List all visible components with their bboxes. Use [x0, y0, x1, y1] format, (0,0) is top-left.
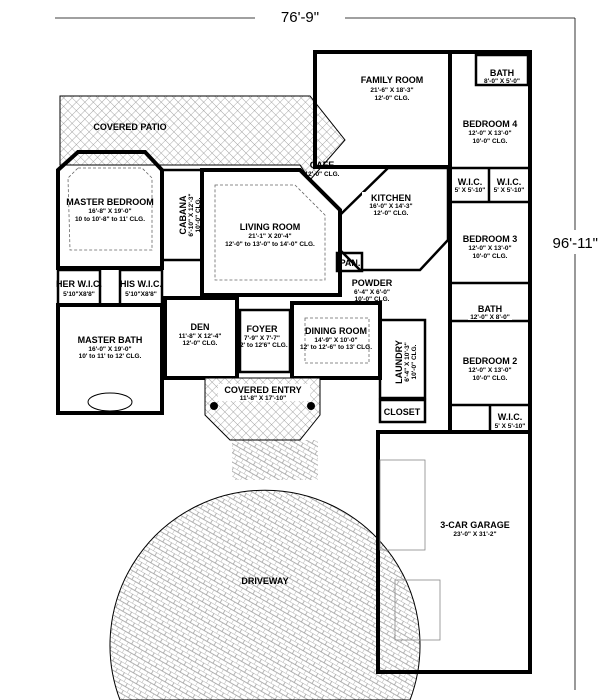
family-room-size: 21'-6" X 18'-3": [370, 87, 413, 94]
width-dimension: 76'-9": [55, 6, 575, 26]
driveway: DRIVEWAY: [109, 440, 421, 700]
master-bath-ceiling: 10' to 11' to 12' CLG.: [79, 353, 142, 360]
depth-label: 96'-11": [553, 235, 598, 252]
den-name: DEN: [190, 322, 209, 332]
master-bedroom-ceiling: 10 to 10'-8" to 11' CLG.: [75, 216, 145, 223]
bedroom4-size: 12'-0" X 13'-0": [468, 130, 511, 137]
cabana-name: CABANA: [178, 195, 188, 234]
dining-room-size: 14'-9" X 10'-0": [314, 337, 357, 344]
den-size: 11'-8" X 12'-4": [179, 333, 222, 340]
foyer-name: FOYER: [246, 324, 278, 334]
bedroom3-name: BEDROOM 3: [463, 234, 518, 244]
bath-top-name: BATH: [490, 68, 514, 78]
covered-entry: COVERED ENTRY 11'-8" X 17'-10": [204, 377, 321, 441]
laundry-ceiling: 10'-0" CLG.: [411, 344, 418, 379]
cabana-size: 6'-10" X 12'-3": [188, 193, 195, 236]
wic-a-size: 5' X 5'-10": [455, 187, 486, 194]
covered-patio-label: COVERED PATIO: [93, 122, 166, 132]
bedroom4-name: BEDROOM 4: [463, 119, 518, 129]
powder-ceiling: 10'-0" CLG.: [355, 296, 390, 303]
bath-mid-name: BATH: [478, 304, 502, 314]
pantry-name: PAN.: [340, 258, 361, 268]
bedroom3-size: 12'-0" X 13'-0": [468, 245, 511, 252]
covered-entry-size: 11'-8" X 17'-10": [240, 395, 286, 402]
kitchen: KITCHEN 16'-0" X 14'-3" 12'-0" CLG. PAN.: [335, 166, 450, 273]
family-room-name: FAMILY ROOM: [361, 75, 424, 85]
bedroom2-size: 12'-0" X 13'-0": [468, 367, 511, 374]
wic-c-size: 5' X 5'-10": [495, 423, 526, 430]
closet-name: CLOSET: [384, 407, 421, 417]
bedroom2-name: BEDROOM 2: [463, 356, 518, 366]
driveway-label: DRIVEWAY: [241, 576, 288, 586]
laundry-size: 6'-4" X 10'-3": [404, 342, 411, 382]
bedroom2-ceiling: 10'-0" CLG.: [473, 375, 508, 382]
living-room-name: LIVING ROOM: [240, 222, 301, 232]
right-wing: BATH 8'-0" X 5'-0" BEDROOM 4 12'-0" X 13…: [448, 50, 532, 434]
depth-dimension: 96'-11": [548, 18, 600, 690]
wic-c-name: W.I.C.: [498, 412, 523, 422]
wic-b-name: W.I.C.: [497, 177, 522, 187]
foyer: FOYER 7'-9" X 7'-7" 12' to 12'6" CLG.: [236, 308, 292, 374]
den: DEN 11'-8" X 12'-4" 12'-0" CLG.: [163, 296, 239, 380]
wic-b-size: 5' X 5'-10": [494, 187, 525, 194]
foyer-size: 7'-9" X 7'-7": [244, 335, 280, 342]
master-bath-name: MASTER BATH: [78, 335, 143, 345]
cabana-ceiling: 10'-0" CLG.: [195, 197, 202, 232]
family-room-ceiling: 12'-0" CLG.: [375, 95, 410, 102]
master-bedroom-name: MASTER BEDROOM: [66, 197, 154, 207]
dining-room-name: DINING ROOM: [305, 326, 367, 336]
master-bedroom-size: 16'-8" X 19'-0": [88, 208, 131, 215]
foyer-ceiling: 12' to 12'6" CLG.: [236, 342, 288, 349]
his-wic-name: HIS W.I.C.: [120, 279, 162, 289]
powder-name: POWDER: [352, 278, 393, 288]
bedroom3-ceiling: 10'-0" CLG.: [473, 253, 508, 260]
dining-room-ceiling: 12' to 12'-6" to 13' CLG.: [300, 344, 372, 351]
garage-size: 23'-0" X 31'-2": [453, 531, 496, 538]
kitchen-size: 16'-0" X 14'-3": [369, 203, 412, 210]
bath-top: [474, 53, 530, 87]
laundry-name: LAUNDRY: [394, 340, 404, 384]
covered-patio: COVERED PATIO: [59, 95, 346, 181]
living-room-size: 21'-1" X 20'-4": [248, 233, 291, 240]
kitchen-ceiling: 12'-0" CLG.: [374, 210, 409, 217]
his-wic-size: 5'10"X8'8": [125, 291, 157, 298]
powder-size: 6'-4" X 6'-0": [354, 289, 390, 296]
width-label: 76'-9": [281, 9, 319, 26]
her-wic-name: HER W.I.C.: [56, 279, 102, 289]
powder: POWDER 6'-4" X 6'-0" 10'-0" CLG.: [345, 275, 420, 303]
living-room: LIVING ROOM 21'-1" X 20'-4" 12'-0" to 13…: [200, 168, 342, 297]
bedroom4-ceiling: 10'-0" CLG.: [473, 138, 508, 145]
bathtub-icon: [87, 392, 133, 412]
den-ceiling: 12'-0" CLG.: [183, 340, 218, 347]
garage-name: 3-CAR GARAGE: [440, 520, 510, 530]
covered-entry-name: COVERED ENTRY: [224, 385, 301, 395]
bath-mid: [448, 281, 532, 323]
garage: 3-CAR GARAGE 23'-0" X 31'-2": [376, 430, 532, 674]
master-bath-size: 16'-0" X 19'-0": [88, 346, 131, 353]
her-wic-size: 5'10"X8'8": [63, 291, 95, 298]
living-room-ceiling: 12'-0" to 13'-0" to 14'-0" CLG.: [225, 241, 315, 248]
cafe-name: CAFE: [310, 160, 335, 170]
kitchen-name: KITCHEN: [371, 193, 411, 203]
dining-room: DINING ROOM 14'-9" X 10'-0" 12' to 12'-6…: [290, 301, 382, 380]
wic-a-name: W.I.C.: [458, 177, 483, 187]
laundry: LAUNDRY 6'-4" X 10'-3" 10'-0" CLG. CLOSE…: [378, 318, 427, 424]
bath-top-size: 8'-0" X 5'-0": [484, 78, 520, 85]
cafe-ceiling: 12'-0" CLG.: [305, 171, 340, 178]
bath-mid-size: 12'-0" X 8'-0": [470, 314, 510, 321]
master-suite: MASTER BEDROOM 16'-8" X 19'-0" 10 to 10'…: [56, 150, 204, 415]
